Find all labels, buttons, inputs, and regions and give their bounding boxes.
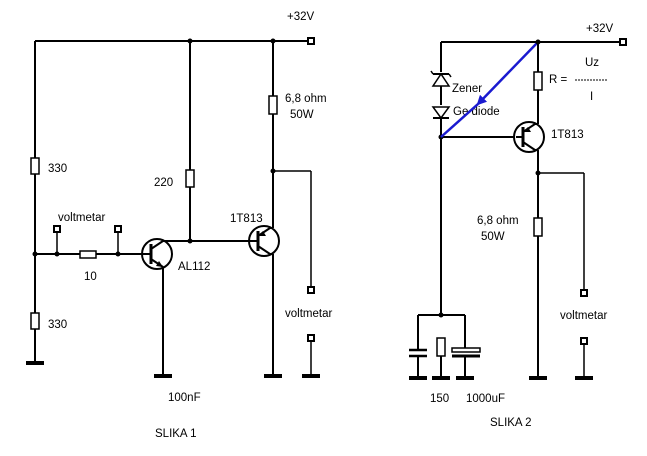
formula-denominator: I	[590, 91, 593, 103]
resistor-150-label: 150	[430, 393, 449, 405]
caption-slika-2: SLIKA 2	[490, 417, 532, 429]
voltmeter-2-probe-b	[307, 334, 315, 342]
resistor-10	[79, 250, 97, 259]
resistor-330-bottom	[30, 312, 40, 330]
transistor-al112	[141, 238, 173, 270]
resistor-6-8-ohm-b-label: 6,8 ohm	[477, 215, 519, 227]
circuit-1: +32V 330 330 10 voltmetar	[26, 11, 332, 440]
voltmeter-1-probe-b	[114, 225, 122, 233]
transistor-1t813-b	[513, 121, 545, 153]
resistor-6-8-ohm-a	[268, 95, 278, 115]
resistor-r-formula	[533, 71, 543, 91]
ge-diode	[431, 106, 451, 120]
formula-numerator: Uz	[585, 57, 599, 69]
resistor-220	[185, 169, 195, 188]
voltmeter-1-probe-a	[53, 225, 61, 233]
transistor-1t813-b-label: 1T813	[551, 129, 584, 141]
resistor-6-8-ohm-a-label: 6,8 ohm	[285, 93, 327, 105]
bypass-arrow	[476, 41, 539, 106]
resistor-220-label: 220	[154, 177, 173, 189]
resistor-330-top-label: 330	[48, 163, 67, 175]
supply-terminal-2	[619, 38, 627, 46]
resistor-150	[436, 337, 446, 357]
electrolytic-capacitor-plate-top	[451, 347, 481, 353]
voltmeter-2-probe-a	[307, 286, 315, 294]
voltmeter-3-probe-a	[580, 289, 588, 297]
formula-lhs: R =	[549, 74, 568, 86]
voltmeter-2-label: voltmetar	[285, 308, 332, 320]
capacitor-100nf-label: 100nF	[168, 392, 201, 404]
voltmeter-1-label: voltmetar	[58, 212, 105, 224]
resistor-6-8-ohm-a-power: 50W	[290, 109, 314, 121]
supply-label: +32V	[287, 11, 315, 23]
resistor-330-bottom-label: 330	[48, 319, 67, 331]
caption-slika-1: SLIKA 1	[155, 428, 197, 440]
ge-diode-label: Ge diode	[453, 106, 500, 118]
circuit-2: +32V Zener Ge diode Uz R = I	[409, 23, 627, 429]
resistor-6-8-ohm-b-power: 50W	[481, 231, 505, 243]
voltmeter-3-probe-b	[580, 337, 588, 345]
zener-label: Zener	[452, 83, 482, 95]
supply-terminal	[307, 37, 315, 45]
transistor-1t813-a	[248, 225, 280, 257]
zener-diode	[430, 70, 452, 87]
resistor-330-top	[30, 157, 40, 175]
transistor-1t813-a-label: 1T813	[230, 213, 263, 225]
transistor-al112-label: AL112	[178, 261, 210, 273]
resistor-6-8-ohm-b	[533, 217, 543, 237]
capacitor-1000uf-label: 1000uF	[466, 393, 505, 405]
voltmeter-3-label: voltmetar	[560, 310, 607, 322]
resistor-10-label: 10	[84, 271, 97, 283]
supply-label-2: +32V	[586, 23, 614, 35]
